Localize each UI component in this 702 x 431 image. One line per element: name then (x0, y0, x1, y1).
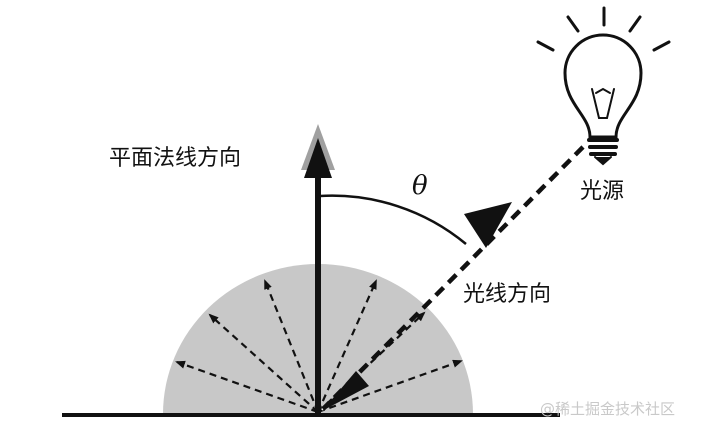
scatter-ray (175, 360, 319, 414)
scatter-ray (208, 313, 319, 413)
light-direction-arrowhead (464, 202, 512, 248)
watermark: @稀土掘金技术社区 (540, 400, 675, 418)
normal-direction-label: 平面法线方向 (109, 146, 241, 171)
scatter-ray (317, 359, 463, 414)
light-ray (321, 145, 585, 411)
light-bulb-icon (536, 6, 671, 166)
theta-label: θ (412, 171, 428, 201)
normal-arrow (301, 124, 335, 413)
light-direction-label: 光线方向 (463, 282, 551, 307)
angle-arc (319, 194, 467, 245)
light-source-label: 光源 (580, 179, 624, 204)
ray-impact-arrowhead (322, 371, 369, 411)
